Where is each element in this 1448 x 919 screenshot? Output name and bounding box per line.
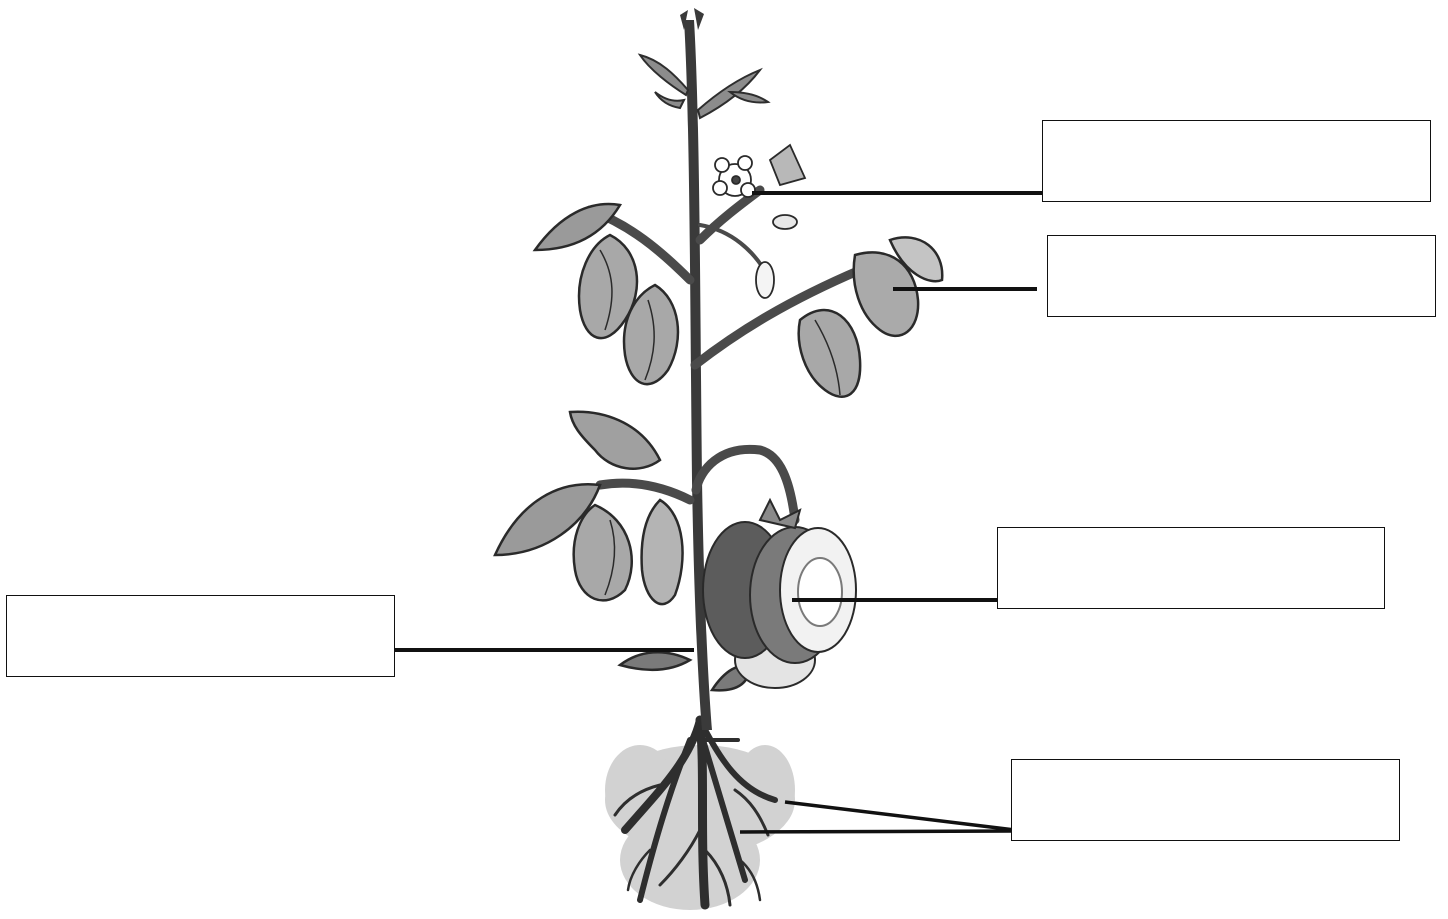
label-box-flower[interactable]: [1042, 120, 1431, 202]
label-box-leaf[interactable]: [1047, 235, 1436, 317]
tomato-fruit: [703, 500, 856, 688]
leader-line-root-upper: [785, 802, 1015, 830]
label-box-root[interactable]: [1011, 759, 1400, 841]
top-sprouts: [640, 55, 768, 118]
label-box-stem[interactable]: [6, 595, 395, 677]
leader-line-root-lower: [740, 831, 1015, 832]
leader-lines: [392, 193, 1043, 832]
label-box-fruit[interactable]: [997, 527, 1385, 609]
